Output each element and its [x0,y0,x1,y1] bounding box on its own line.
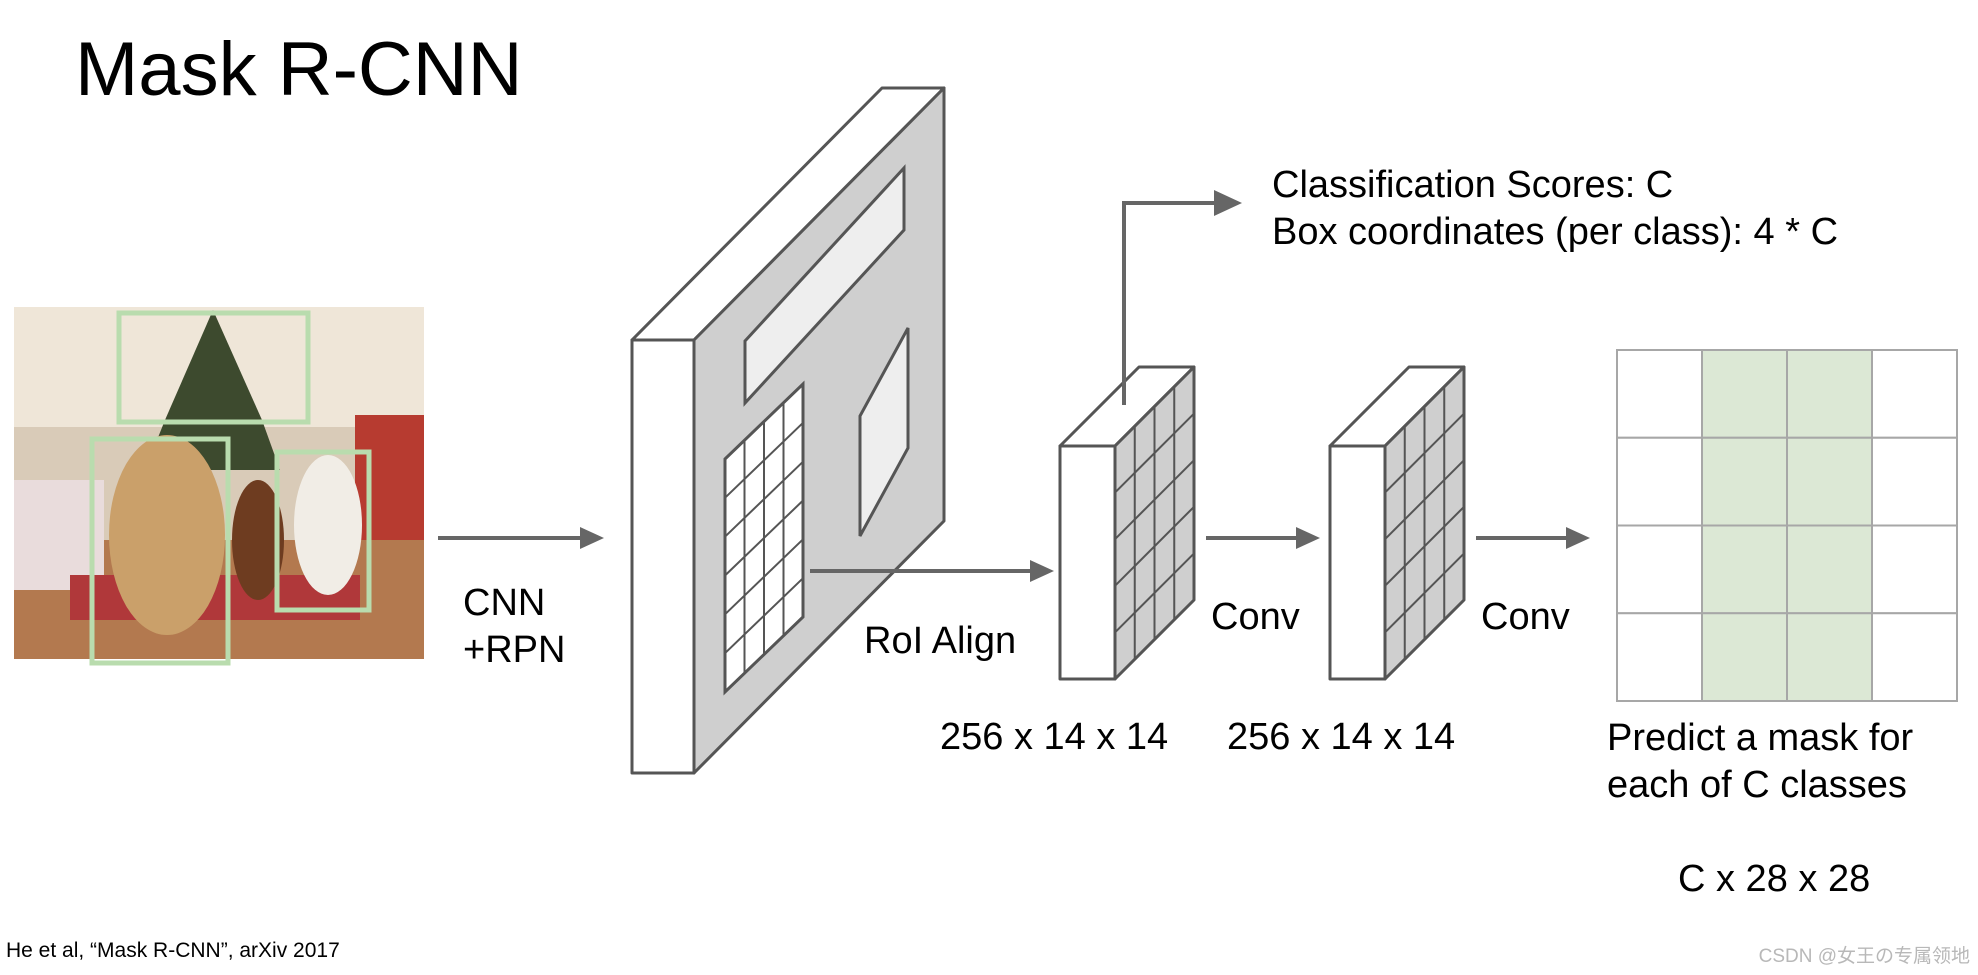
arrow-roi-align [810,560,1054,582]
feature-block-2 [1328,365,1466,681]
roi-grid-row-line [724,577,804,654]
mask-cell [1616,436,1703,527]
roi-grid-row-line [724,422,804,499]
bbox-dog [89,436,231,666]
mask-cell [1786,524,1873,615]
block1-grid-row-line [1114,552,1195,634]
mask-dimension-label: C x 28 x 28 [1678,858,1870,900]
mask-cell [1616,349,1703,439]
rpn-label: +RPN [463,629,565,671]
box-coordinates-label: Box coordinates (per class): 4 * C [1272,211,1838,253]
mask-cell [1701,524,1788,615]
backbone-feature-map [630,86,946,775]
dimension-label-1: 256 x 14 x 14 [940,716,1168,758]
arrow-to-classification [1122,190,1242,405]
feature-block-1-grid [1114,386,1195,660]
output-mask-grid [1616,349,1958,702]
block2-grid-row-line [1384,459,1465,540]
input-image [14,307,424,666]
mask-cell [1786,349,1873,439]
mask-cell [1616,524,1703,615]
mask-cell [1786,612,1873,702]
conv-label-2: Conv [1481,596,1570,638]
roi-grid-row-line [724,499,804,577]
conv-label-1: Conv [1211,596,1300,638]
mask-cell [1616,612,1703,702]
block1-grid-row-line [1114,506,1195,587]
block2-grid-row-line [1384,412,1465,494]
block2-grid-row-line [1384,552,1465,634]
roi-region-grid [723,380,805,696]
mask-cell [1871,524,1958,615]
bbox-cat [274,449,372,613]
block2-grid-row-line [1384,506,1465,587]
watermark: CSDN @女王の专属领地 [1759,945,1970,967]
block1-grid-row-line [1114,459,1195,540]
citation: He et al, “Mask R-CNN”, arXiv 2017 [6,939,340,962]
feature-block-1 [1058,365,1196,681]
mask-cell [1871,436,1958,527]
mask-cell [1786,436,1873,527]
mask-description-line-2: each of C classes [1607,764,1907,806]
classification-scores-label: Classification Scores: C [1272,164,1673,206]
mask-cell [1701,349,1788,439]
roi-align-label: RoI Align [864,620,1016,662]
roi-grid-row-line [724,460,804,538]
block1-grid-row-line [1114,412,1195,494]
cnn-label: CNN [463,582,545,624]
feature-block-2-grid [1384,386,1465,660]
bbox-tree [116,310,311,425]
arrow-image-to-backbone [438,527,604,549]
page-title: Mask R-CNN [75,27,523,112]
roi-grid-row-line [724,538,804,616]
arrow-conv-2 [1476,527,1590,549]
mask-cell [1701,436,1788,527]
mask-cell [1701,612,1788,702]
mask-cell [1871,349,1958,439]
mask-cell [1871,612,1958,702]
mask-description-line-1: Predict a mask for [1607,717,1914,759]
arrow-conv-1 [1206,527,1320,549]
dimension-label-2: 256 x 14 x 14 [1227,716,1455,758]
